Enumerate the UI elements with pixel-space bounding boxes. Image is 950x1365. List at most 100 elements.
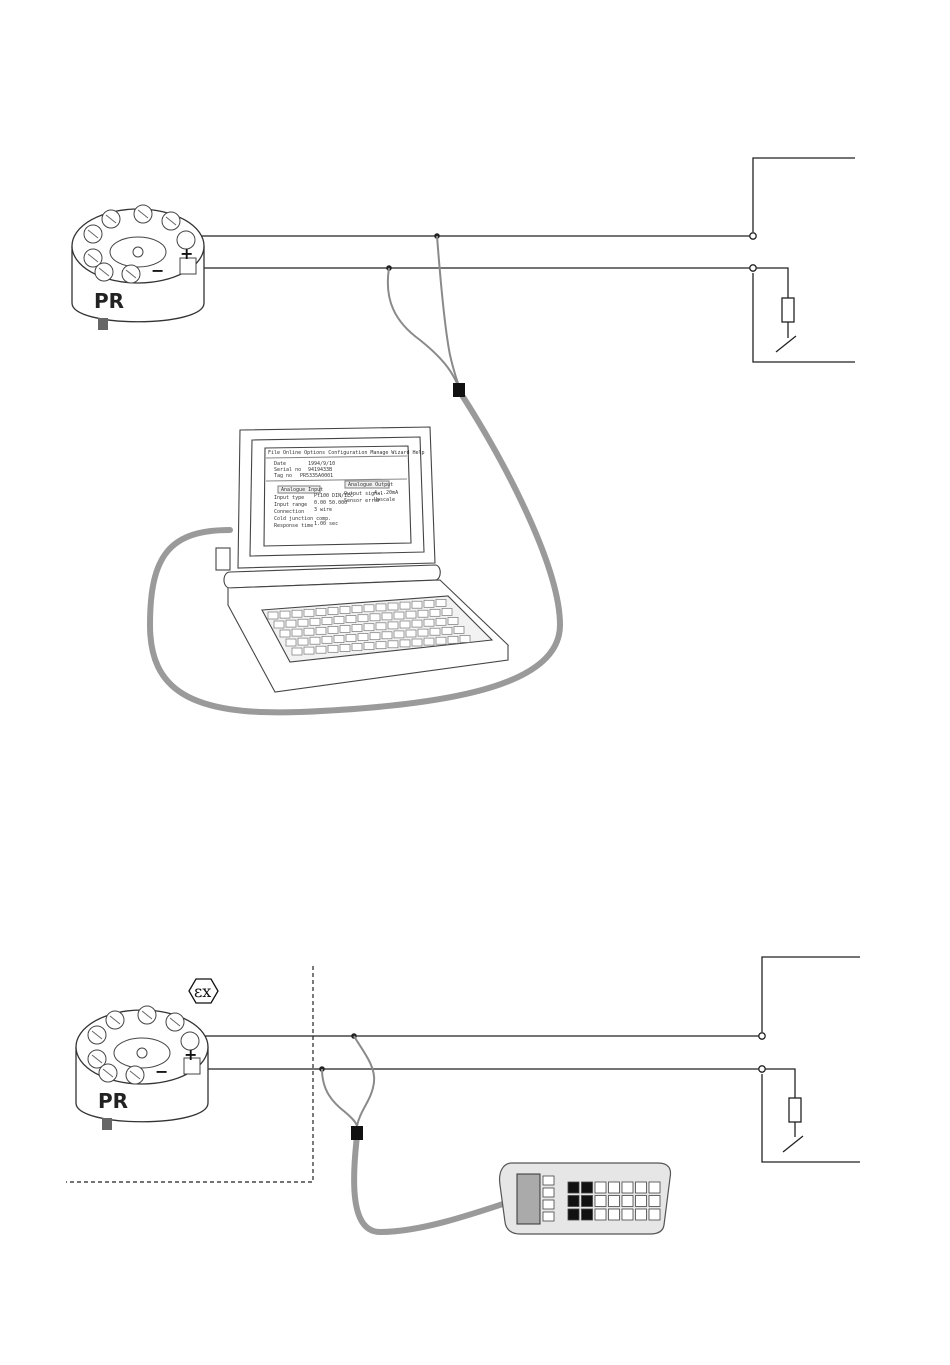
screen-date-value: 1994/9/10 (308, 461, 335, 467)
handheld-key (581, 1208, 593, 1221)
bottom-minus-symbol: − (155, 1062, 168, 1081)
bottom-pr-logo: PR (98, 1089, 128, 1113)
top-supply-box (752, 157, 855, 363)
bottom-supply-box (761, 956, 860, 1163)
laptop-keyboard (267, 599, 471, 656)
screen-output-signal-value: 4...20mA (374, 490, 398, 496)
laptop-key (285, 638, 297, 647)
handheld-key (621, 1195, 634, 1207)
laptop-key (387, 602, 399, 611)
laptop-key (447, 635, 459, 644)
screen-tag-value: PR5335A0001 (300, 473, 333, 479)
screen-sensor-error-value: Upscale (374, 497, 395, 503)
screen-menu: File Online Options Configuration Manage… (268, 450, 425, 456)
laptop-key (303, 627, 315, 636)
laptop-key (333, 616, 345, 624)
handheld-key (648, 1181, 661, 1194)
top-terminal-plus (749, 232, 757, 240)
laptop-key (387, 640, 399, 649)
laptop-key (405, 610, 417, 619)
bottom-tap-lead-minus (321, 1068, 358, 1127)
laptop-key (345, 634, 357, 642)
laptop-key (327, 607, 339, 615)
handheld-key (621, 1181, 634, 1194)
bottom-tap-lead-plus (353, 1035, 376, 1127)
laptop-key (393, 630, 405, 639)
laptop-key (351, 643, 363, 651)
handheld-key (608, 1181, 620, 1194)
handheld-key (608, 1195, 620, 1207)
screen-input-type-label: Input type (274, 495, 304, 501)
laptop-key (411, 638, 423, 647)
laptop-key (279, 610, 291, 619)
laptop-key (309, 617, 321, 626)
laptop-key (291, 628, 303, 637)
laptop-key (291, 609, 303, 618)
screen-sensor-error-label: Sensor error (344, 498, 380, 504)
handheld-key (581, 1195, 593, 1207)
laptop-key (339, 644, 351, 652)
handheld-key (648, 1208, 661, 1221)
screen-response-value: 1.00 sec (314, 521, 338, 527)
laptop-key (435, 636, 447, 645)
top-tap-lead-plus (436, 235, 460, 387)
laptop-key (321, 635, 333, 644)
handheld-side-key (542, 1187, 555, 1198)
laptop-key (375, 622, 387, 631)
screen-response-label: Response time (274, 523, 313, 529)
handheld-key (621, 1208, 634, 1221)
laptop-key (423, 637, 435, 646)
laptop-key (411, 619, 423, 628)
handheld-key (635, 1181, 647, 1194)
handheld-key (635, 1208, 647, 1221)
laptop-key (381, 631, 393, 640)
laptop-key (369, 632, 381, 641)
laptop-key (297, 637, 309, 646)
top-cable (146, 389, 564, 716)
handheld-key (594, 1195, 607, 1207)
laptop-key (435, 617, 447, 626)
laptop-key (279, 629, 291, 638)
screen-date-label: Date (274, 461, 286, 467)
laptop-key (441, 626, 453, 635)
handheld-side-key (542, 1211, 555, 1222)
screen-cold-label: Cold junction comp. (274, 516, 331, 522)
laptop-key (399, 601, 411, 610)
laptop-key (297, 618, 309, 627)
top-terminal-minus (749, 264, 757, 272)
laptop-key (363, 604, 375, 613)
hazardous-area-boundary (66, 966, 314, 1183)
laptop-key (345, 615, 357, 623)
handheld-key (594, 1181, 607, 1194)
handheld-side-key (542, 1199, 555, 1210)
laptop-key (423, 599, 435, 608)
ex-symbol: εx (188, 978, 219, 1004)
laptop-key (375, 641, 387, 650)
bottom-cable (351, 1133, 518, 1236)
laptop-key (441, 608, 453, 616)
laptop-key (405, 629, 417, 638)
laptop-key (417, 628, 429, 637)
laptop-key (417, 609, 429, 618)
laptop-key (453, 626, 465, 634)
bottom-terminal-plus (758, 1032, 766, 1040)
screen-serial-label: Serial no (274, 467, 301, 473)
laptop-key (423, 618, 435, 627)
bottom-transmitter: + − PR (75, 1005, 209, 1130)
bottom-cable-connector (351, 1126, 363, 1140)
handheld-key (608, 1208, 620, 1221)
laptop-key (435, 599, 447, 607)
laptop-key (357, 633, 369, 641)
laptop-key (381, 612, 393, 621)
bottom-plus-symbol: + (184, 1045, 197, 1064)
screen-connection-value: 3 wire (314, 507, 332, 513)
laptop-key (327, 644, 339, 653)
top-tap-lead-minus (386, 267, 459, 387)
handheld-key (567, 1208, 580, 1221)
laptop-key (291, 647, 303, 656)
screen-input-type-value: Pt100 DIN/IEC (314, 493, 353, 499)
screen-tag-label: Tag no (274, 473, 292, 479)
laptop-key (339, 606, 351, 614)
handheld-key (567, 1181, 580, 1194)
